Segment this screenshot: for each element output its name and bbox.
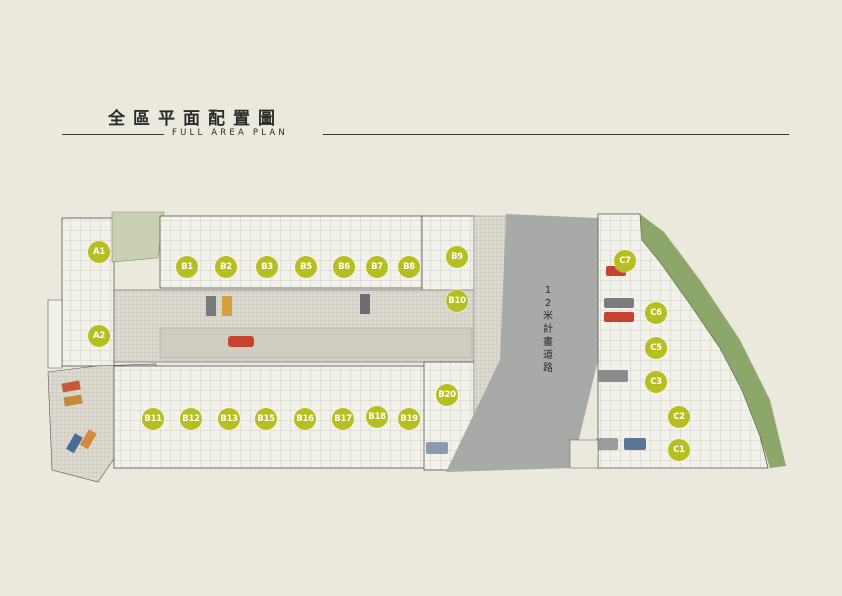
unit-badge-c7[interactable]: C7 bbox=[614, 250, 636, 272]
unit-badge-b2[interactable]: B2 bbox=[215, 256, 237, 278]
unit-badge-b8[interactable]: B8 bbox=[398, 256, 420, 278]
unit-badge-b7[interactable]: B7 bbox=[366, 256, 388, 278]
unit-badge-b6[interactable]: B6 bbox=[333, 256, 355, 278]
title-rule-left bbox=[62, 134, 164, 135]
unit-badge-b19[interactable]: B19 bbox=[398, 408, 420, 430]
unit-badge-b11[interactable]: B11 bbox=[142, 408, 164, 430]
unit-badge-b3[interactable]: B3 bbox=[256, 256, 278, 278]
page-title: 全區平面配置圖 bbox=[108, 109, 283, 129]
unit-badge-b13[interactable]: B13 bbox=[218, 408, 240, 430]
unit-badge-a2[interactable]: A2 bbox=[88, 325, 110, 347]
unit-badge-b10[interactable]: B10 bbox=[446, 290, 468, 312]
unit-badge-b5[interactable]: B5 bbox=[295, 256, 317, 278]
title-rule-right bbox=[323, 134, 789, 135]
road bbox=[446, 214, 598, 472]
unit-badge-b20[interactable]: B20 bbox=[436, 384, 458, 406]
unit-badge-c1[interactable]: C1 bbox=[668, 439, 690, 461]
block-c bbox=[569, 213, 786, 469]
unit-badge-c6[interactable]: C6 bbox=[645, 302, 667, 324]
unit-badge-c3[interactable]: C3 bbox=[645, 371, 667, 393]
unit-badge-b18[interactable]: B18 bbox=[366, 406, 388, 428]
unit-badge-b9[interactable]: B9 bbox=[446, 246, 468, 268]
unit-badge-b15[interactable]: B15 bbox=[255, 408, 277, 430]
unit-badge-c5[interactable]: C5 bbox=[645, 337, 667, 359]
road-label: 12米計畫道路 bbox=[543, 285, 553, 374]
unit-badge-b1[interactable]: B1 bbox=[176, 256, 198, 278]
garden-top-left bbox=[111, 211, 165, 263]
unit-badge-a1[interactable]: A1 bbox=[88, 241, 110, 263]
page-subtitle: FULL AREA PLAN bbox=[172, 128, 288, 138]
unit-badge-b16[interactable]: B16 bbox=[294, 408, 316, 430]
unit-badge-c2[interactable]: C2 bbox=[668, 406, 690, 428]
unit-badge-b17[interactable]: B17 bbox=[332, 408, 354, 430]
unit-badge-b12[interactable]: B12 bbox=[180, 408, 202, 430]
